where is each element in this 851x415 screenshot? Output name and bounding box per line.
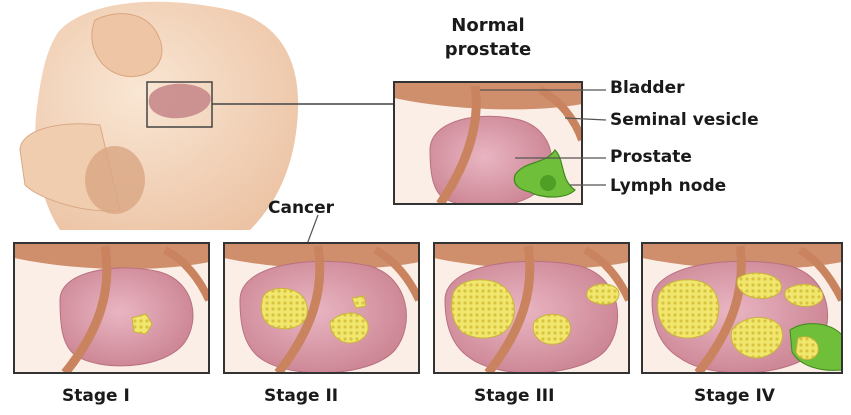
body-silhouette <box>20 2 298 230</box>
title-line-1: Normal <box>436 14 540 38</box>
bladder-label: Bladder <box>610 78 685 98</box>
seminal-vesicle-label: Seminal vesicle <box>610 110 759 130</box>
stage-panel-2 <box>224 243 419 373</box>
prostate-label: Prostate <box>610 147 692 167</box>
normal-prostate-panel <box>394 82 582 207</box>
title-line-2: prostate <box>436 38 540 62</box>
lymph-node-label: Lymph node <box>610 176 726 196</box>
stage-1-label: Stage I <box>62 386 130 406</box>
stage-2-label: Stage II <box>264 386 338 406</box>
stage-3-label: Stage III <box>474 386 554 406</box>
stage-panel-3 <box>434 243 629 373</box>
cancer-label: Cancer <box>268 198 334 218</box>
stage-panel-1 <box>14 243 209 373</box>
stage-panel-4 <box>642 243 842 373</box>
normal-prostate-title: Normal prostate <box>436 14 540 62</box>
stage-4-label: Stage IV <box>694 386 775 406</box>
